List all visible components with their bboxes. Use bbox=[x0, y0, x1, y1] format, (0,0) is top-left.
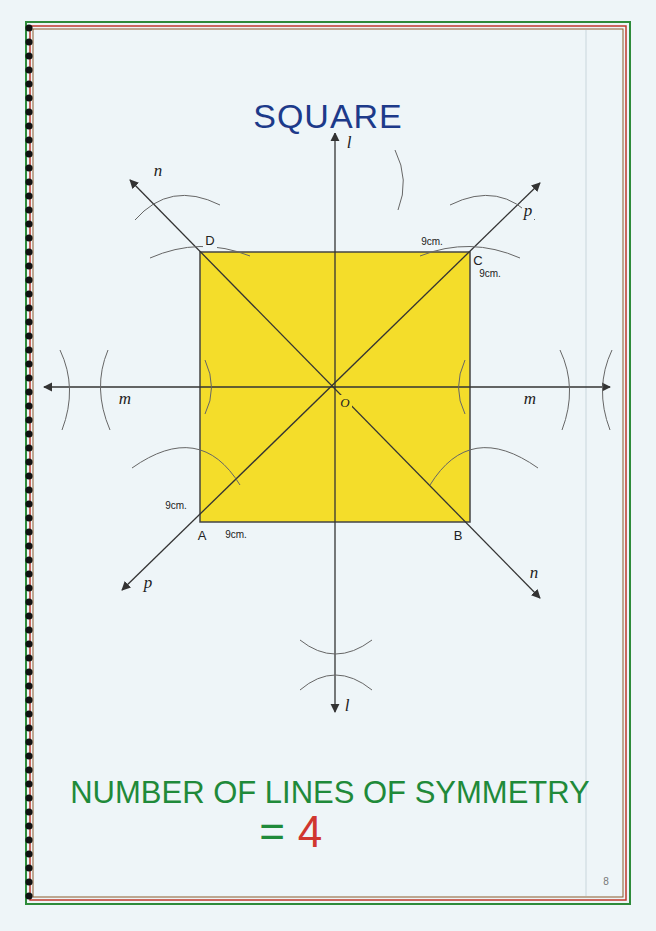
spiral-dot bbox=[25, 766, 32, 773]
compass-arcs bbox=[60, 150, 612, 690]
spiral-dot bbox=[25, 794, 32, 801]
line-label: m bbox=[522, 389, 538, 408]
vertex-label: C bbox=[471, 253, 484, 268]
spiral-dot bbox=[25, 724, 32, 731]
spiral-dot bbox=[25, 808, 32, 815]
spiral-dot bbox=[25, 304, 32, 311]
spiral-dot bbox=[25, 94, 32, 101]
spiral-dot bbox=[25, 108, 32, 115]
spiral-dot bbox=[25, 486, 32, 493]
spiral-dot bbox=[25, 430, 32, 437]
spiral-dot bbox=[25, 38, 32, 45]
spiral-dot bbox=[25, 136, 32, 143]
equals-sign: = bbox=[257, 809, 287, 855]
answer-number: 4 bbox=[296, 809, 324, 855]
line-label: p bbox=[142, 573, 155, 592]
dimension-label: 9cm. bbox=[163, 500, 189, 512]
spiral-dot bbox=[25, 696, 32, 703]
page-title: SQUARE bbox=[249, 99, 407, 133]
spiral-dot bbox=[25, 836, 32, 843]
spiral-dot bbox=[25, 346, 32, 353]
vertex-label: A bbox=[196, 528, 209, 543]
spiral-dot bbox=[25, 668, 32, 675]
spiral-dot bbox=[25, 850, 32, 857]
spiral-dot bbox=[25, 444, 32, 451]
line-label: p bbox=[522, 201, 535, 220]
line-label: l bbox=[343, 696, 352, 715]
spiral-dot bbox=[25, 878, 32, 885]
spiral-dot bbox=[25, 262, 32, 269]
spiral-dot bbox=[25, 374, 32, 381]
spiral-dot bbox=[25, 780, 32, 787]
spiral-dot bbox=[25, 290, 32, 297]
spiral-dot bbox=[25, 276, 32, 283]
vertex-label: D bbox=[203, 233, 216, 248]
line-label: m bbox=[117, 389, 133, 408]
spiral-dot bbox=[25, 598, 32, 605]
spiral-dot bbox=[25, 570, 32, 577]
spiral-dot bbox=[25, 24, 32, 31]
spiral-dot bbox=[25, 612, 32, 619]
dimension-label: 9cm. bbox=[477, 268, 503, 280]
spiral-dot bbox=[25, 52, 32, 59]
spiral-dot bbox=[25, 556, 32, 563]
spiral-dot bbox=[25, 584, 32, 591]
spiral-dot bbox=[25, 514, 32, 521]
spiral-dot bbox=[25, 640, 32, 647]
spiral-dot bbox=[25, 122, 32, 129]
page-frame bbox=[26, 22, 630, 904]
spiral-dot bbox=[25, 528, 32, 535]
spiral-dot bbox=[25, 458, 32, 465]
spiral-dot bbox=[25, 682, 32, 689]
spiral-dot bbox=[25, 416, 32, 423]
spiral-dot bbox=[25, 80, 32, 87]
spiral-dot bbox=[25, 178, 32, 185]
dimension-label: 9cm. bbox=[419, 236, 445, 248]
spiral-dot bbox=[25, 164, 32, 171]
spiral-dot bbox=[25, 332, 32, 339]
centre-label: O bbox=[338, 395, 351, 410]
spiral-dot bbox=[25, 220, 32, 227]
spiral-dot bbox=[25, 500, 32, 507]
line-label: n bbox=[152, 161, 165, 180]
spiral-dot bbox=[25, 710, 32, 717]
spiral-dot bbox=[25, 402, 32, 409]
spiral-binding bbox=[25, 24, 32, 899]
spiral-dot bbox=[25, 360, 32, 367]
caption: NUMBER OF LINES OF SYMMETRY bbox=[70, 777, 590, 808]
spiral-dot bbox=[25, 66, 32, 73]
spiral-dot bbox=[25, 752, 32, 759]
page-number: 8 bbox=[601, 876, 611, 888]
dimension-label: 9cm. bbox=[223, 529, 249, 541]
spiral-dot bbox=[25, 822, 32, 829]
spiral-dot bbox=[25, 206, 32, 213]
spiral-dot bbox=[25, 542, 32, 549]
spiral-dot bbox=[25, 388, 32, 395]
spiral-dot bbox=[25, 738, 32, 745]
line-label: n bbox=[528, 563, 541, 582]
spiral-dot bbox=[25, 472, 32, 479]
spiral-dot bbox=[25, 626, 32, 633]
spiral-dot bbox=[25, 318, 32, 325]
line-label: l bbox=[345, 133, 354, 152]
spiral-dot bbox=[25, 654, 32, 661]
spiral-dot bbox=[25, 248, 32, 255]
symmetry-lines bbox=[44, 133, 610, 712]
spiral-dot bbox=[25, 150, 32, 157]
spiral-dot bbox=[25, 234, 32, 241]
vertex-label: B bbox=[452, 528, 465, 543]
spiral-dot bbox=[25, 192, 32, 199]
spiral-dot bbox=[25, 864, 32, 871]
spiral-dot bbox=[25, 892, 32, 899]
